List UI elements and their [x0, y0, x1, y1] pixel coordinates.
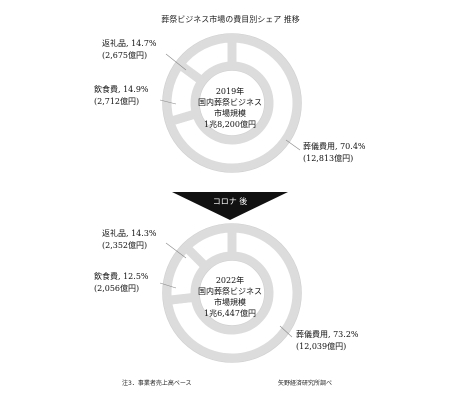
slice-name-funeral-2019: 葬儀費用 — [303, 142, 335, 151]
donut-inner-edge-2019 — [199, 70, 265, 136]
label-food-2019: 飲食費, 14.9% (2,712億円) — [94, 85, 149, 106]
slice-percent-food-2019: 14.9% — [123, 85, 149, 94]
arrow-down-icon — [172, 192, 288, 220]
footnote: 注3．事業者売上高ベース — [122, 380, 192, 387]
center-total-2022: 1兆6,447億円 — [204, 309, 256, 318]
slice-percent-returns-2019: 14.7% — [131, 39, 157, 48]
slice-amount-returns-2022: (2,352億円) — [102, 241, 148, 250]
leader-line-funeral-2019 — [285, 139, 301, 151]
arrow-label: コロナ 後 — [212, 197, 248, 206]
label-funeral-2019: 葬儀費用, 70.4% (12,813億円) — [303, 142, 366, 163]
label-food-2022: 飲食費, 12.5% (2,056億円) — [94, 272, 149, 293]
center-year-2022: 2022年 — [215, 276, 245, 285]
slice-amount-returns-2019: (2,675億円) — [102, 51, 148, 60]
leader-line-funeral-2022 — [279, 325, 293, 338]
leader-line-food-2022 — [159, 282, 177, 289]
slice-amount-food-2019: (2,712億円) — [94, 97, 140, 106]
center-text-2022: 2022年 国内葬祭ビジネス 市場規模 1兆6,447億円 — [180, 275, 280, 319]
chart-title: 葬祭ビジネス市場の費目別シェア 推移 — [161, 15, 300, 24]
center-name-2019: 国内葬祭ビジネス — [198, 98, 262, 107]
center-year-2019: 2019年 — [215, 87, 245, 96]
slice-name-returns-2022: 返礼品 — [102, 229, 126, 238]
source-note: 矢野経済研究所調べ — [278, 380, 333, 387]
leader-line-returns-2019 — [165, 53, 187, 71]
center-text-2019: 2019年 国内葬祭ビジネス 市場規模 1兆8,200億円 — [180, 86, 280, 130]
slice-name-funeral-2022: 葬儀費用 — [296, 330, 328, 339]
slice-percent-funeral-2022: 73.2% — [333, 330, 359, 339]
donut-slice-funeral-2022 — [162, 223, 302, 363]
donut-outer-edge-2022 — [162, 223, 302, 363]
slice-percent-food-2022: 12.5% — [123, 272, 149, 281]
center-sub-2019: 市場規模 — [214, 109, 246, 118]
slice-amount-food-2022: (2,056億円) — [94, 284, 140, 293]
slice-amount-funeral-2019: (12,813億円) — [303, 154, 354, 163]
donut-slice-food-2019 — [173, 33, 237, 88]
slice-percent-returns-2022: 14.3% — [131, 229, 157, 238]
leader-line-returns-2022 — [165, 242, 187, 259]
label-returns-2022: 返礼品, 14.3% (2,352億円) — [102, 229, 157, 250]
center-sub-2022: 市場規模 — [214, 298, 246, 307]
donut-slice-food-2022 — [179, 223, 237, 274]
leader-line-food-2019 — [159, 99, 177, 105]
label-funeral-2022: 葬儀費用, 73.2% (12,039億円) — [296, 330, 359, 351]
donut-slice-funeral-2019 — [164, 33, 302, 173]
slice-name-food-2019: 飲食費 — [94, 85, 118, 94]
slice-amount-funeral-2022: (12,039億円) — [296, 342, 347, 351]
donut-outer-edge-2019 — [162, 33, 302, 173]
slice-name-returns-2019: 返礼品 — [102, 39, 126, 48]
slice-percent-funeral-2019: 70.4% — [340, 142, 366, 151]
donut-inner-edge-2022 — [199, 260, 265, 326]
center-total-2019: 1兆8,200億円 — [204, 120, 256, 129]
center-name-2022: 国内葬祭ビジネス — [198, 287, 262, 296]
label-returns-2019: 返礼品, 14.7% (2,675億円) — [102, 39, 157, 60]
slice-name-food-2022: 飲食費 — [94, 272, 118, 281]
